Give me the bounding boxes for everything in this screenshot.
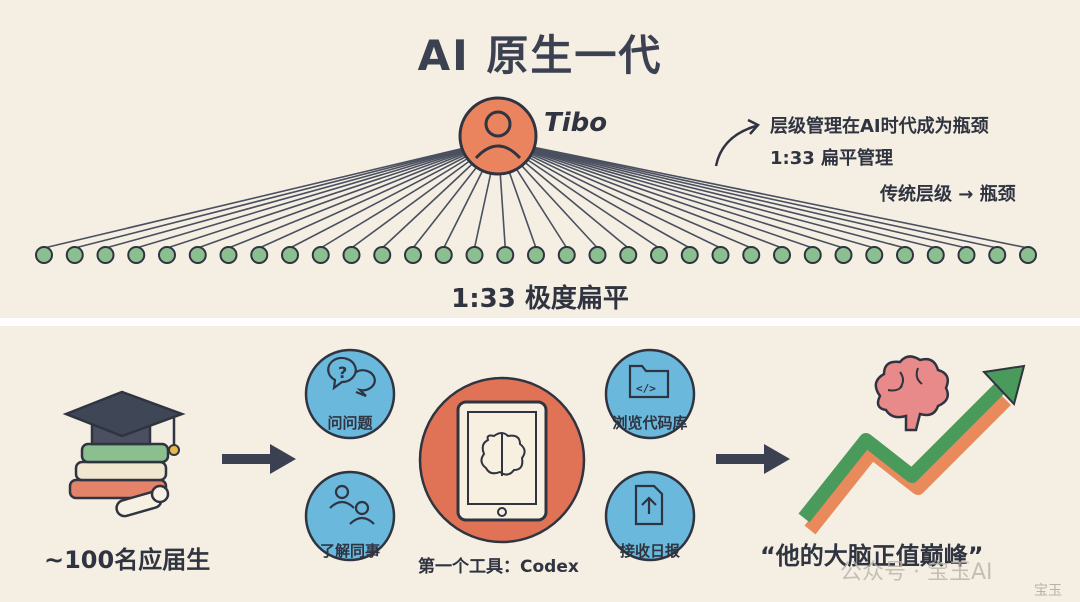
reporting-line [166,139,499,249]
watermark-text: 公众号 · 宝玉AI [840,560,993,585]
report-node [865,246,884,264]
report-node [96,246,115,264]
bubble-label-codebase: 浏览代码库 [612,414,688,432]
report-node [311,246,330,264]
reporting-line [43,139,499,249]
question-chat-icon: ? [327,356,376,398]
report-node [803,246,822,264]
reporting-line [497,139,783,249]
reporting-line [74,139,499,249]
flat-ratio-label: 1:33 极度扁平 [451,284,629,314]
people-icon [329,484,375,525]
ceo-name: Tibo [544,108,608,138]
report-node [527,246,545,264]
reporting-line [497,139,844,249]
ceo-avatar [458,96,538,176]
grads-label: ~100名应届生 [44,546,211,574]
report-node [281,246,299,264]
report-node [711,246,730,264]
report-node [650,246,668,264]
bubble-ask-questions: ? [304,348,396,440]
svg-text:</>: </> [636,382,656,395]
right-arrow-icon [222,444,296,474]
report-node [465,246,484,264]
org-structure-panel [0,0,1080,318]
reporting-line [497,139,814,249]
report-node [434,246,453,264]
report-node [896,246,914,264]
report-node [65,246,84,264]
annotation-line-1: 层级管理在AI时代成为瓶颈 [770,116,989,137]
report-node [158,246,176,264]
report-node [188,246,207,264]
report-node [219,246,238,264]
reporting-line [497,139,721,249]
bubble-label-colleagues: 了解同事 [319,542,380,560]
trend-arrow-icon [798,364,1026,535]
reporting-line [497,139,1029,249]
report-node [773,246,791,264]
annotation-line-3: 传统层级 → 瓶颈 [880,184,1016,205]
report-node [373,246,392,264]
reporting-line [105,139,499,249]
reporting-line [136,139,499,249]
report-node [588,246,607,264]
direct-report-nodes [35,246,1037,264]
code-folder-icon: </> [628,364,670,399]
report-node [127,246,146,264]
report-node [742,246,761,264]
report-node [680,246,699,264]
reporting-line [289,139,499,249]
report-node [988,246,1007,264]
reporting-line [197,139,499,249]
codex-tool [418,376,586,544]
panel-divider [0,318,1080,326]
report-node [926,246,945,264]
reporting-line [497,139,936,249]
reporting-line [258,139,499,249]
report-node [496,246,515,264]
bubble-receive-daily-report [604,470,696,562]
bubble-label-daily-report: 接收日报 [619,542,680,560]
report-node [957,246,976,264]
reporting-line [497,139,998,249]
tablet-brain-icon [456,400,548,522]
brain-icon [874,355,949,432]
bubble-know-colleagues [304,470,396,562]
svg-text:?: ? [338,363,347,382]
reporting-line [497,139,752,249]
page-title: AI 原生一代 [417,31,663,80]
annotation-line-2: 1:33 扁平管理 [770,148,894,169]
graduation-books-icon [62,390,186,518]
report-node [1019,246,1037,264]
reporting-line [228,139,499,249]
report-node [250,246,269,264]
report-node [404,246,422,264]
bubble-label-ask: 问问题 [327,414,373,432]
report-node [342,246,361,264]
report-node [834,246,853,264]
reporting-line [497,139,967,249]
curved-arrow-icon [714,118,761,167]
report-node [35,246,53,264]
bubble-browse-codebase: </> [604,348,696,440]
reporting-lines [43,139,1029,249]
upload-doc-icon [634,484,664,526]
tool-label: 第一个工具：Codex [418,557,579,577]
report-node [557,246,576,264]
report-node [619,246,638,264]
reporting-line [497,139,875,249]
reporting-line [497,139,906,249]
right-arrow-icon [716,444,790,474]
quote-label: “他的大脑正值巅峰” [760,542,984,570]
watermark-subtext: 宝玉 [1034,583,1062,599]
